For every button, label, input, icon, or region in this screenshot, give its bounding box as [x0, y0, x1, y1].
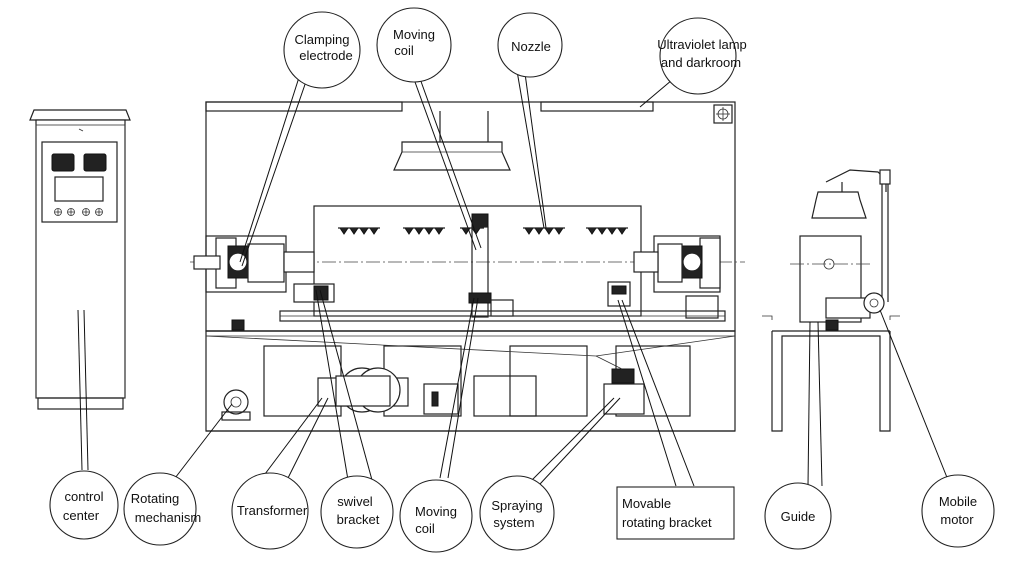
left-clamping-electrode: [193, 235, 335, 303]
swivel-bracket-line2: bracket: [337, 512, 380, 527]
transformer-text: Transformer: [237, 503, 308, 518]
moving-coil-bottom-line2: coil: [415, 521, 435, 536]
label-transformer: Transformer: [231, 472, 309, 550]
label-nozzle: Nozzle: [497, 12, 563, 78]
label-moving-coil-bottom: Moving coil: [399, 479, 473, 553]
guide-text: Guide: [781, 509, 816, 524]
swivel-bracket-line1: swivel: [337, 494, 373, 509]
main-machine: [190, 101, 745, 432]
leader-lines: [77, 59, 949, 487]
spraying-system-line2: system: [493, 515, 534, 530]
control-center-line1: control: [64, 489, 103, 504]
clamping-electrode-line1: Clamping: [295, 32, 350, 47]
rotating-motor: [221, 389, 251, 421]
label-swivel-bracket: swivel bracket: [320, 475, 394, 549]
mobile-motor-line2: motor: [940, 512, 974, 527]
control-knobs: [54, 208, 103, 216]
rotating-mechanism-line1: Rotating: [131, 491, 179, 506]
transformer: [317, 367, 409, 413]
label-rotating-mechanism: Rotating mechanism: [123, 472, 201, 546]
mobile-motor-line1: Mobile: [939, 494, 977, 509]
moving-coil-bottom-line1: Moving: [415, 504, 457, 519]
control-center-line2: center: [63, 508, 100, 523]
moving-coil-top-line2: coil: [394, 43, 414, 58]
label-moving-coil-top: Moving coil: [376, 7, 452, 83]
nozzle-groups: [338, 227, 628, 235]
label-movable-rotating-bracket: Movable rotating bracket: [616, 486, 735, 540]
label-mobile-motor: Mobile motor: [921, 474, 995, 548]
clamping-electrode-line2: electrode: [299, 48, 352, 63]
mobile-cart: [762, 169, 900, 432]
rotating-mechanism-line2: mechanism: [135, 510, 201, 525]
label-guide: Guide: [764, 482, 832, 550]
label-clamping-electrode: Clamping electrode: [283, 11, 361, 89]
spraying-system-line1: Spraying: [491, 498, 542, 513]
uv-lamp-line1: Ultraviolet lamp: [657, 37, 747, 52]
label-control-center: control center: [49, 470, 119, 540]
label-uv-lamp: Ultraviolet lamp and darkroom: [657, 17, 747, 95]
moving-coil-top-line1: Moving: [393, 27, 435, 42]
spraying-pump: [595, 355, 645, 415]
movable-rotating-bracket-line2: rotating bracket: [622, 515, 712, 530]
nozzle-text: Nozzle: [511, 39, 551, 54]
uv-lamp-line2: and darkroom: [661, 55, 741, 70]
control-cabinet: [29, 109, 131, 410]
movable-rotating-bracket-line1: Movable: [622, 496, 671, 511]
right-clamping-electrode: [633, 235, 721, 319]
label-spraying-system: Spraying system: [479, 475, 555, 551]
